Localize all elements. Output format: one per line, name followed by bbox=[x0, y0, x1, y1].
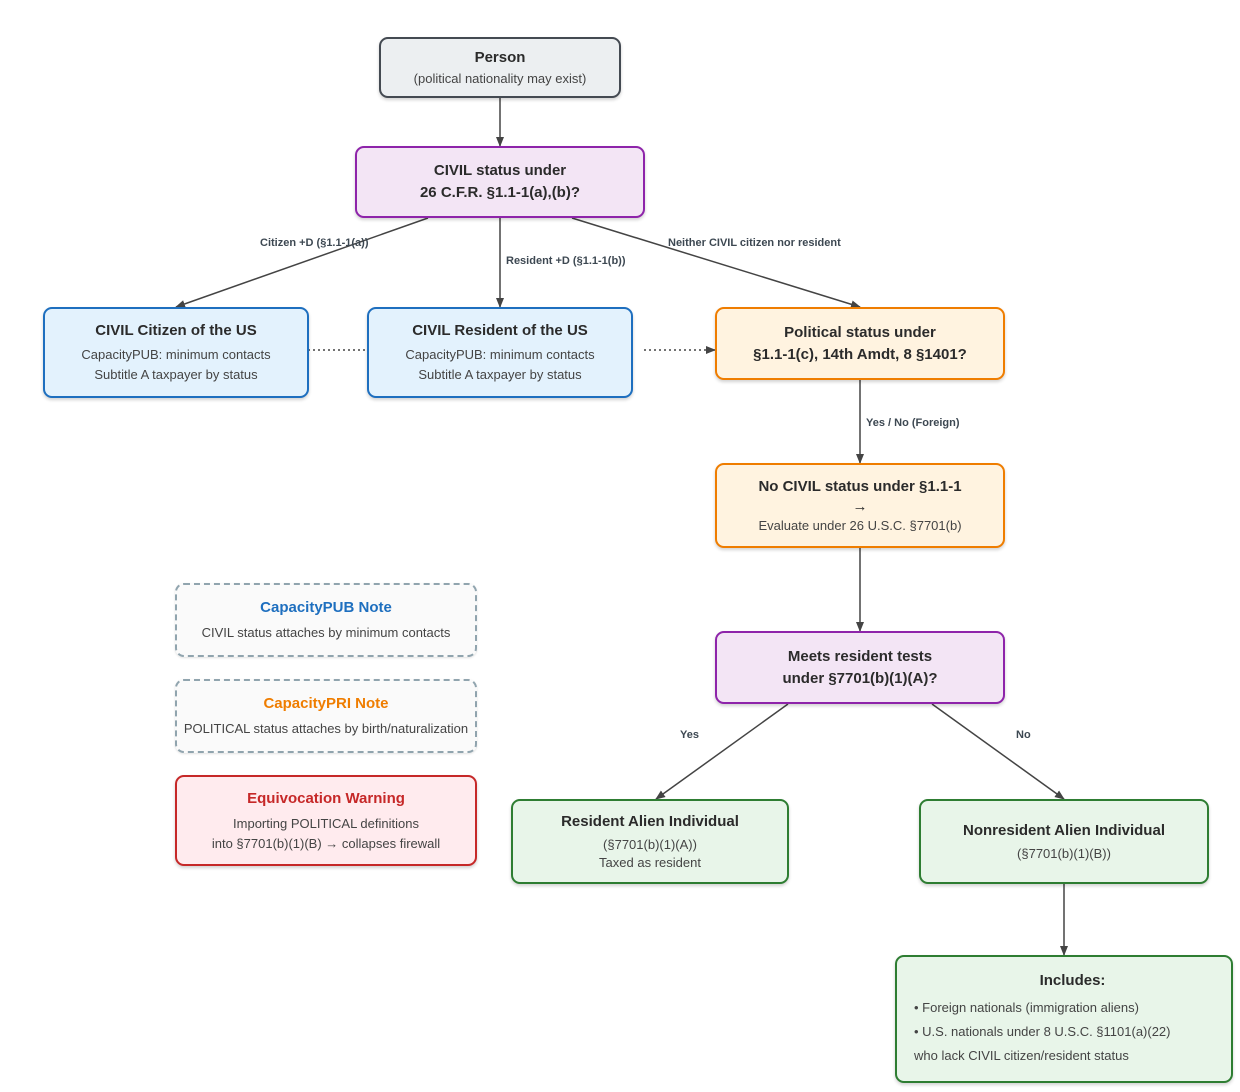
civil-resident-line1: CapacityPUB: minimum contacts bbox=[405, 347, 595, 362]
node-no-civil-status: No CIVIL status under §1.1-1 → Evaluate … bbox=[715, 463, 1005, 548]
edge-label-citizen: Citizen +D (§1.1-1(a)) bbox=[260, 237, 369, 249]
note-equivocation-warning: Equivocation Warning Importing POLITICAL… bbox=[175, 775, 477, 866]
nonresident-alien-subtitle: (§7701(b)(1)(B)) bbox=[1017, 845, 1111, 861]
capacitypri-note-title: CapacityPRI Note bbox=[263, 695, 389, 712]
edge-label-neither: Neither CIVIL citizen nor resident bbox=[668, 237, 841, 249]
civil-resident-line2: Subtitle A taxpayer by status bbox=[418, 367, 582, 382]
political-question-line2: §1.1-1(c), 14th Amdt, 8 §1401? bbox=[753, 345, 967, 363]
node-civil-resident: CIVIL Resident of the US CapacityPUB: mi… bbox=[367, 307, 633, 398]
civil-citizen-title: CIVIL Citizen of the US bbox=[95, 322, 257, 339]
capacitypub-note-text: CIVIL status attaches by minimum contact… bbox=[201, 625, 451, 640]
capacitypub-note-title: CapacityPUB Note bbox=[260, 599, 392, 616]
node-political-status-question: Political status under §1.1-1(c), 14th A… bbox=[715, 307, 1005, 380]
resident-alien-line1: (§7701(b)(1)(A)) bbox=[603, 837, 697, 852]
node-person: Person (political nationality may exist) bbox=[379, 37, 621, 98]
civil-citizen-line1: CapacityPUB: minimum contacts bbox=[81, 347, 271, 362]
person-title: Person bbox=[474, 48, 526, 66]
warning-line2: into §7701(b)(1)(B) → collapses firewall bbox=[211, 835, 441, 851]
edge-tests-to-nonresident-alien bbox=[931, 703, 1065, 800]
civil-citizen-line2: Subtitle A taxpayer by status bbox=[94, 367, 258, 382]
civil-resident-title: CIVIL Resident of the US bbox=[412, 322, 588, 339]
resident-alien-title: Resident Alien Individual bbox=[561, 813, 739, 830]
includes-item-us-nationals: • U.S. nationals under 8 U.S.C. §1101(a)… bbox=[914, 1024, 1171, 1039]
note-capacitypri: CapacityPRI Note POLITICAL status attach… bbox=[175, 679, 477, 753]
edge-label-resident: Resident +D (§1.1-1(b)) bbox=[506, 255, 626, 267]
civil-question-line2: 26 C.F.R. §1.1-1(a),(b)? bbox=[419, 184, 581, 201]
node-resident-alien: Resident Alien Individual (§7701(b)(1)(A… bbox=[511, 799, 789, 884]
node-nonresident-alien: Nonresident Alien Individual (§7701(b)(1… bbox=[919, 799, 1209, 884]
note-capacitypub: CapacityPUB Note CIVIL status attaches b… bbox=[175, 583, 477, 657]
includes-title: Includes: bbox=[1039, 972, 1106, 989]
edge-label-yes-no-foreign: Yes / No (Foreign) bbox=[866, 417, 960, 429]
edge-label-yes: Yes bbox=[680, 729, 699, 741]
edge-civil-to-citizen bbox=[175, 217, 429, 308]
warning-line1: Importing POLITICAL definitions bbox=[233, 815, 419, 831]
edge-civil-to-political bbox=[571, 217, 861, 309]
no-civil-title: No CIVIL status under §1.1-1 bbox=[758, 477, 962, 495]
edge-label-no: No bbox=[1016, 729, 1031, 741]
resident-alien-line2: Taxed as resident bbox=[599, 855, 701, 870]
civil-question-line1: CIVIL status under bbox=[433, 162, 567, 179]
right-arrow-icon: → bbox=[852, 497, 868, 515]
capacitypri-note-text: POLITICAL status attaches by birth/natur… bbox=[183, 721, 469, 736]
node-civil-status-question: CIVIL status under 26 C.F.R. §1.1-1(a),(… bbox=[355, 146, 645, 218]
includes-item-foreign-nationals: • Foreign nationals (immigration aliens) bbox=[914, 1000, 1139, 1015]
warning-title: Equivocation Warning bbox=[247, 789, 405, 807]
nonresident-alien-title: Nonresident Alien Individual bbox=[963, 821, 1165, 839]
no-civil-subtitle: Evaluate under 26 U.S.C. §7701(b) bbox=[758, 517, 962, 533]
political-question-line1: Political status under bbox=[784, 323, 936, 341]
person-subtitle: (political nationality may exist) bbox=[413, 70, 587, 86]
node-resident-tests-question: Meets resident tests under §7701(b)(1)(A… bbox=[715, 631, 1005, 704]
node-includes: Includes: • Foreign nationals (immigrati… bbox=[895, 955, 1233, 1083]
resident-tests-line2: under §7701(b)(1)(A)? bbox=[782, 669, 938, 687]
edge-tests-to-resident-alien bbox=[655, 703, 789, 800]
resident-tests-line1: Meets resident tests bbox=[787, 647, 933, 665]
node-civil-citizen: CIVIL Citizen of the US CapacityPUB: min… bbox=[43, 307, 309, 398]
includes-item-continuation: who lack CIVIL citizen/resident status bbox=[914, 1048, 1129, 1063]
